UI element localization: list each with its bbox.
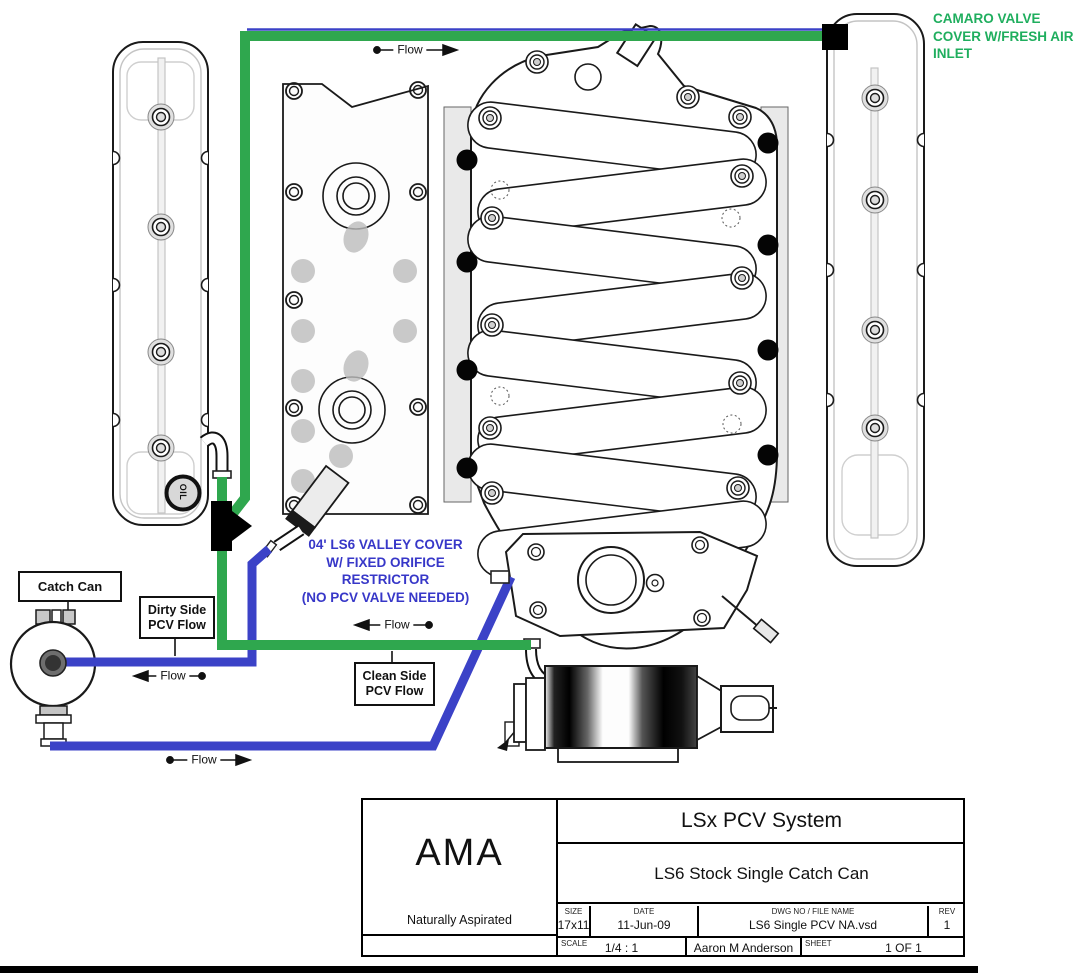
scale-value: 1/4 : 1 (604, 940, 639, 955)
throttle-body-nipple (490, 570, 510, 584)
right-valve-cover (826, 13, 925, 567)
title-block-aspiration: Naturally Aspirated (363, 906, 558, 936)
oil-cap-label: OIL (178, 483, 188, 501)
title-block-scale-cell: SCALE 1/4 : 1 (558, 938, 687, 957)
flow-label-mid: Flow (380, 617, 414, 632)
size-value: 17x11 (557, 918, 590, 932)
valve-cover-bolts (147, 103, 175, 462)
title-block-sheet-cell: SHEET 1 OF 1 (802, 938, 965, 957)
manifold-bolt-holes (456, 132, 779, 479)
dirty-hose-upper (60, 545, 272, 667)
left-valve-cover (112, 41, 232, 526)
fresh-air-inlet-connector (822, 24, 848, 50)
flow-arrows (131, 43, 460, 767)
flow-label-catchcan: Flow (156, 668, 190, 683)
title-block-system-title: LSx PCV System (558, 800, 965, 844)
rev-label: REV (938, 907, 956, 916)
date-value: 11-Jun-09 (617, 918, 671, 932)
border-bar (0, 966, 978, 973)
clean-hose (217, 543, 531, 650)
clean-side-label: Clean Side PCV Flow (354, 662, 435, 706)
valve-cover-elbow-fitting (199, 431, 232, 479)
title-block-empty-cell (363, 936, 558, 957)
valley-cover-bolts (285, 81, 427, 514)
sheet-label: SHEET (805, 939, 832, 948)
title-block-date-cell: DATE 11-Jun-09 (591, 906, 699, 938)
oil-cap (164, 474, 202, 512)
flow-label-top: Flow (393, 42, 427, 57)
hoses (50, 28, 826, 751)
scale-label: SCALE (561, 939, 588, 948)
manifold-bolts (478, 50, 754, 505)
title-block-company: AMA (363, 800, 558, 906)
pcv-tee-arrow (232, 511, 252, 541)
throttle-actuator-cylinder (497, 638, 777, 763)
flow-arrow-catchcan-left (131, 669, 206, 683)
dwg-value: LS6 Single PCV NA.vsd (748, 918, 878, 932)
dwg-label: DWG NO / FILE NAME (771, 907, 855, 916)
dirty-hose-lower (50, 575, 516, 751)
title-block-size-cell: SIZE 17x11 (558, 906, 591, 938)
title-block: AMA Naturally Aspirated LSx PCV System L… (361, 798, 965, 957)
valve-cover-bolts (861, 84, 889, 442)
fresh-air-hose (227, 31, 826, 520)
title-block-author-cell: Aaron M Anderson (687, 938, 802, 957)
date-label: DATE (633, 907, 655, 916)
valley-cover-note: 04' LS6 VALLEY COVER W/ FIXED ORIFICE RE… (301, 537, 470, 605)
catch-can-port-inner (45, 655, 61, 671)
throttle-body (504, 530, 780, 644)
fixed-orifice-fitting (260, 464, 350, 558)
valley-cover (260, 81, 429, 558)
dirty-side-label: Dirty Side PCV Flow (139, 596, 215, 639)
catch-can-label: Catch Can (18, 571, 122, 602)
title-block-rev-cell: REV 1 (929, 906, 965, 938)
flow-label-bottom: Flow (187, 752, 221, 767)
title-block-drawing-title: LS6 Stock Single Catch Can (558, 846, 965, 904)
hose-fittings (39, 24, 848, 677)
rev-value: 1 (943, 918, 951, 932)
size-label: SIZE (564, 907, 583, 916)
pcv-tee (211, 501, 232, 551)
camaro-valve-cover-note: CAMARO VALVE COVER W/FRESH AIR INLET (933, 11, 1074, 61)
title-block-dwg-cell: DWG NO / FILE NAME LS6 Single PCV NA.vsd (699, 906, 929, 938)
valley-gasket-holes (291, 221, 417, 493)
flow-arrow-top-right (373, 43, 460, 57)
manifold-vent-holes (490, 180, 742, 434)
sheet-value: 1 OF 1 (885, 940, 922, 955)
